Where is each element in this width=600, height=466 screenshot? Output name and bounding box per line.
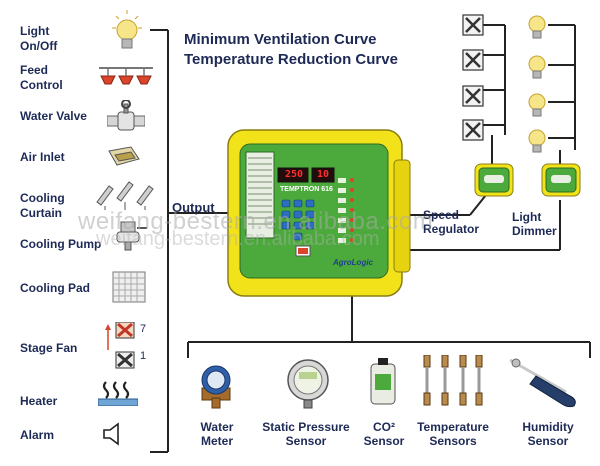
label-co2-sensor: CO² Sensor	[363, 420, 405, 448]
humidity-sensor-icon	[509, 358, 576, 408]
controller-model-label: TEMPTRON 616	[280, 186, 333, 193]
label-cooling-pump: Cooling Pump	[20, 237, 102, 251]
cooling-pump-icon	[116, 221, 147, 251]
label-static-pressure-sensor: Static Pressure Sensor	[262, 420, 350, 448]
water-meter-icon	[201, 365, 231, 409]
watermark-primary: weifang-bestern.en.alibaba.com	[78, 208, 434, 235]
label-water-meter: Water Meter	[200, 420, 234, 448]
title-temp-reduction: Temperature Reduction Curve	[184, 51, 398, 68]
label-cooling-curtain: Cooling Curtain	[20, 191, 65, 220]
label-feed-control: Feed Control	[20, 63, 63, 92]
stage-fan-min-number: 1	[140, 350, 147, 362]
label-alarm: Alarm	[20, 428, 55, 442]
feeder-icon	[99, 67, 153, 85]
label-water-valve: Water Valve	[20, 109, 87, 123]
cooling-curtain-icon	[96, 181, 154, 210]
speed-regulator-label: Speed Regulator	[423, 208, 480, 236]
speed-regulator-box	[474, 163, 514, 197]
fan-column	[462, 14, 484, 141]
cooling-pad-icon	[112, 271, 146, 303]
alarm-speaker-icon	[103, 422, 119, 446]
light-dimmer-box	[541, 163, 581, 197]
label-stage-fan: Stage Fan	[20, 341, 78, 355]
watermark-secondary: weifang-bestern.en.alibaba.com	[96, 228, 380, 250]
air-inlet-icon	[108, 146, 140, 166]
temperature-sensors-icon	[423, 355, 483, 406]
static-pressure-sensor-icon	[287, 359, 329, 409]
label-heater: Heater	[20, 394, 58, 408]
label-temperature-sensors: Temperature Sensors	[417, 420, 489, 448]
controller-unit	[227, 129, 411, 297]
label-humidity-sensor: Humidity Sensor	[522, 420, 574, 448]
co2-sensor-icon	[370, 358, 396, 405]
water-valve-icon	[107, 100, 145, 131]
light-bulb-icon	[112, 10, 142, 49]
controller-display-right: 10	[316, 169, 330, 180]
controller-display-left: 250	[284, 169, 304, 180]
title-min-ventilation: Minimum Ventilation Curve	[184, 31, 377, 48]
output-label: Output	[172, 200, 215, 215]
stage-fan-icon	[105, 322, 135, 369]
controller-brand-logo: AgroLogic	[333, 258, 373, 267]
light-dimmer-label: Light Dimmer	[512, 210, 557, 238]
label-light-on-off: Light On/Off	[20, 24, 58, 53]
label-air-inlet: Air Inlet	[20, 150, 65, 164]
label-cooling-pad: Cooling Pad	[20, 281, 90, 295]
stage-fan-max-number: 7	[140, 323, 147, 335]
dimmable-lights-column	[528, 15, 546, 153]
heater-icon	[98, 381, 138, 406]
